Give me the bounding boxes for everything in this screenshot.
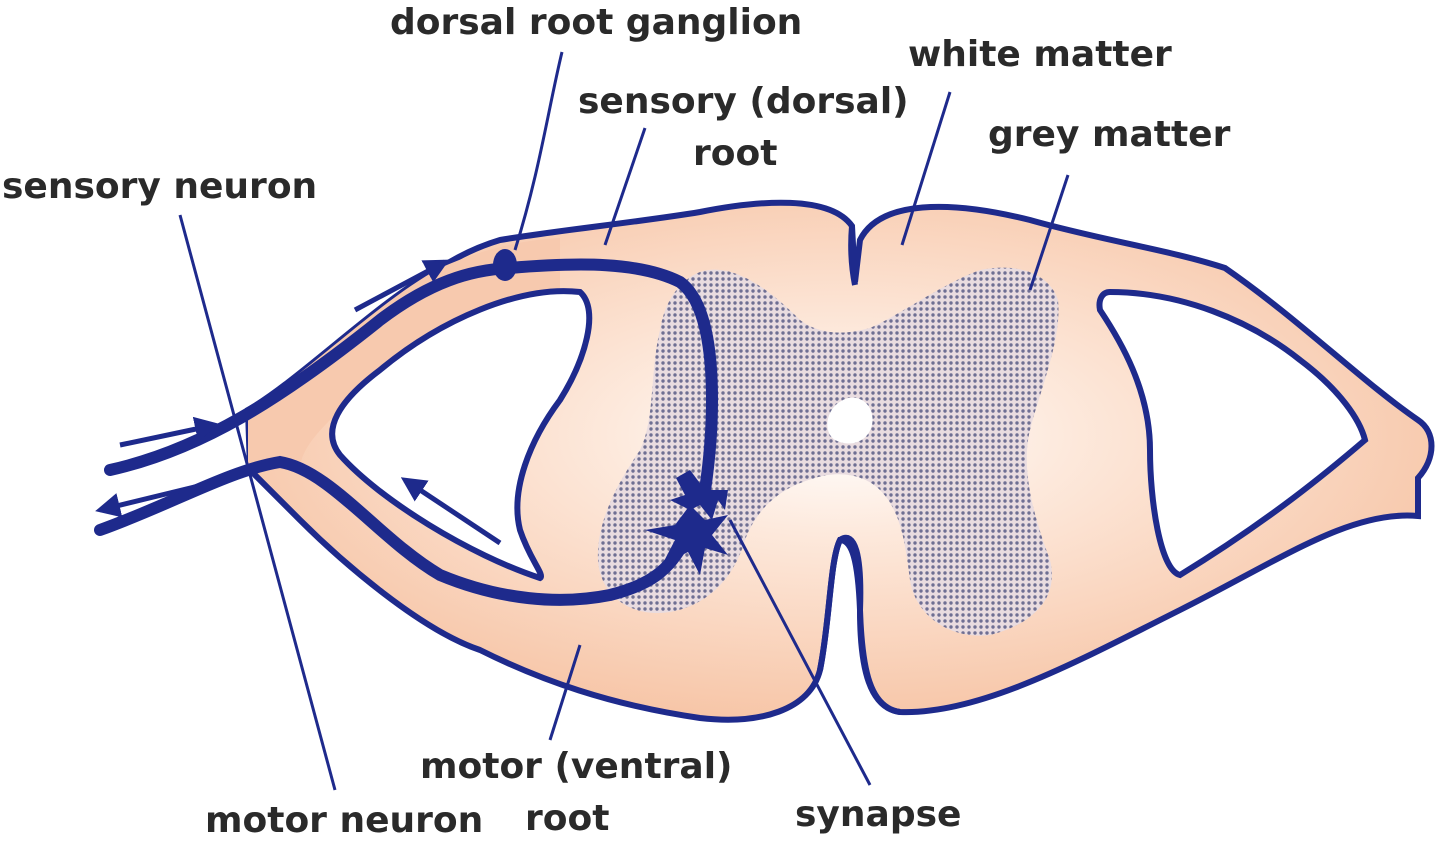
label-sensory-neuron: sensory neuron — [2, 166, 317, 207]
label-motor-ventral-root-line1: motor (ventral) — [420, 746, 733, 787]
dorsal-fissure — [848, 225, 858, 286]
motor-neuron-path — [94, 455, 691, 606]
sensory-neuron-path — [104, 258, 719, 496]
leader-sensory-dorsal-root — [603, 127, 647, 246]
right-hollow — [1096, 288, 1369, 579]
label-dorsal-root-ganglion: dorsal root ganglion — [390, 2, 802, 43]
leader-white-matter — [900, 91, 952, 246]
arrow-sensory-in — [119, 416, 220, 448]
ventral-fissure — [817, 535, 901, 715]
central-canal — [827, 397, 873, 444]
label-motor-ventral-root-line2: root — [525, 798, 609, 838]
leader-synapse — [728, 519, 872, 786]
leader-motor-ventral-root — [548, 644, 582, 741]
label-sensory-dorsal-root-line2: root — [693, 133, 777, 174]
leader-dorsal-root-ganglion — [513, 51, 564, 251]
leader-grey-matter — [1028, 174, 1070, 291]
label-white-matter: white matter — [908, 34, 1172, 75]
left-hollow — [329, 288, 593, 582]
arrow-dorsal-root — [353, 259, 450, 313]
dorsal-root-ganglion-bulb — [493, 249, 517, 281]
leader-sensory-neuron — [178, 214, 337, 791]
synapse-branches — [670, 470, 728, 520]
arrow-ventral-root — [400, 477, 502, 546]
label-synapse: synapse — [795, 794, 961, 835]
motor-neuron-cell-body — [645, 505, 728, 575]
label-motor-neuron: motor neuron — [205, 800, 483, 838]
arrow-motor-out — [95, 479, 216, 518]
label-grey-matter: grey matter — [988, 114, 1231, 155]
label-sensory-dorsal-root-line1: sensory (dorsal) — [578, 81, 909, 122]
